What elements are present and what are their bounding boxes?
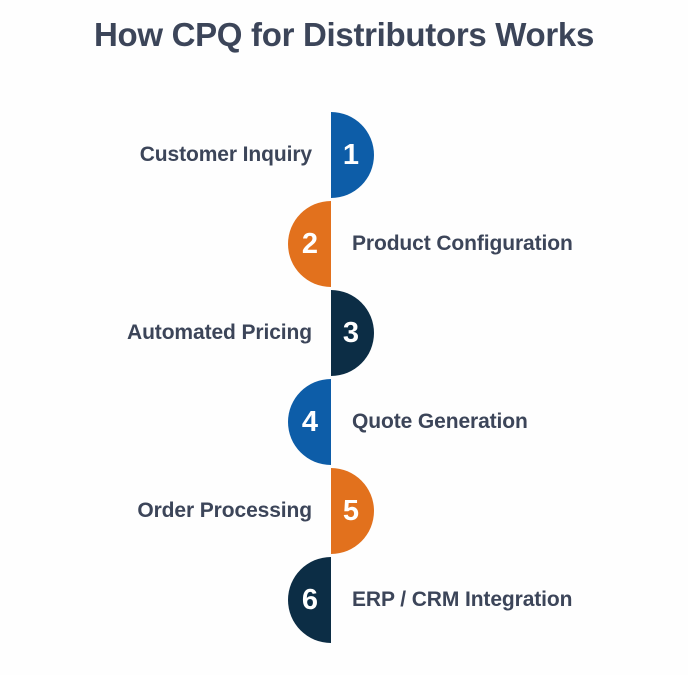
step-3-label: Automated Pricing bbox=[127, 321, 312, 344]
process-step-5[interactable]: 5 Order Processing bbox=[0, 468, 688, 554]
process-step-6[interactable]: 6 ERP / CRM Integration bbox=[0, 557, 688, 643]
step-4-label: Quote Generation bbox=[352, 410, 528, 433]
process-step-4[interactable]: 4 Quote Generation bbox=[0, 379, 688, 465]
step-1-number: 1 bbox=[342, 139, 360, 171]
step-6-number: 6 bbox=[301, 584, 319, 616]
step-4-number: 4 bbox=[301, 406, 319, 438]
page-title: How CPQ for Distributors Works bbox=[93, 16, 595, 53]
step-5-label: Order Processing bbox=[137, 499, 312, 522]
process-step-1[interactable]: 1 Customer Inquiry bbox=[0, 112, 688, 198]
step-3-number: 3 bbox=[342, 317, 360, 349]
step-2-label: Product Configuration bbox=[352, 232, 573, 255]
process-step-3[interactable]: 3 Automated Pricing bbox=[0, 290, 688, 376]
step-6-label: ERP / CRM Integration bbox=[352, 588, 573, 611]
step-1-label: Customer Inquiry bbox=[139, 143, 312, 166]
process-step-2[interactable]: 2 Product Configuration bbox=[0, 201, 688, 287]
step-5-number: 5 bbox=[342, 495, 360, 527]
step-2-number: 2 bbox=[301, 228, 319, 260]
